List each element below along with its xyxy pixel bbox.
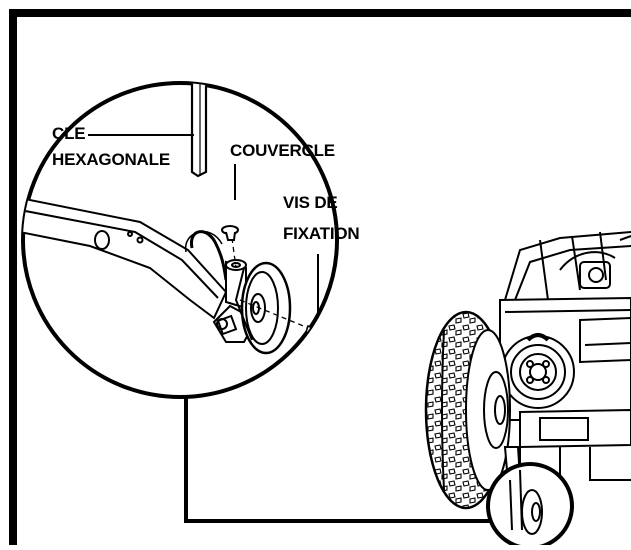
cover-cap	[221, 225, 239, 241]
label-screw-line1: VIS DE	[283, 193, 338, 212]
callout-connector	[184, 394, 490, 523]
detail-circle	[486, 462, 574, 550]
frame-rail	[23, 196, 228, 320]
label-screw-line2: FIXATION	[283, 224, 360, 243]
hex-key	[150, 83, 208, 178]
wheelchair	[424, 231, 631, 510]
frame-border	[9, 9, 631, 545]
leader-lines	[88, 134, 319, 318]
hook	[190, 230, 228, 281]
label-cover: COUVERCLE	[230, 141, 335, 160]
label-hex-key-line1: CLE	[52, 124, 86, 143]
label-hex-key-line2: HEXAGONALE	[52, 150, 170, 169]
